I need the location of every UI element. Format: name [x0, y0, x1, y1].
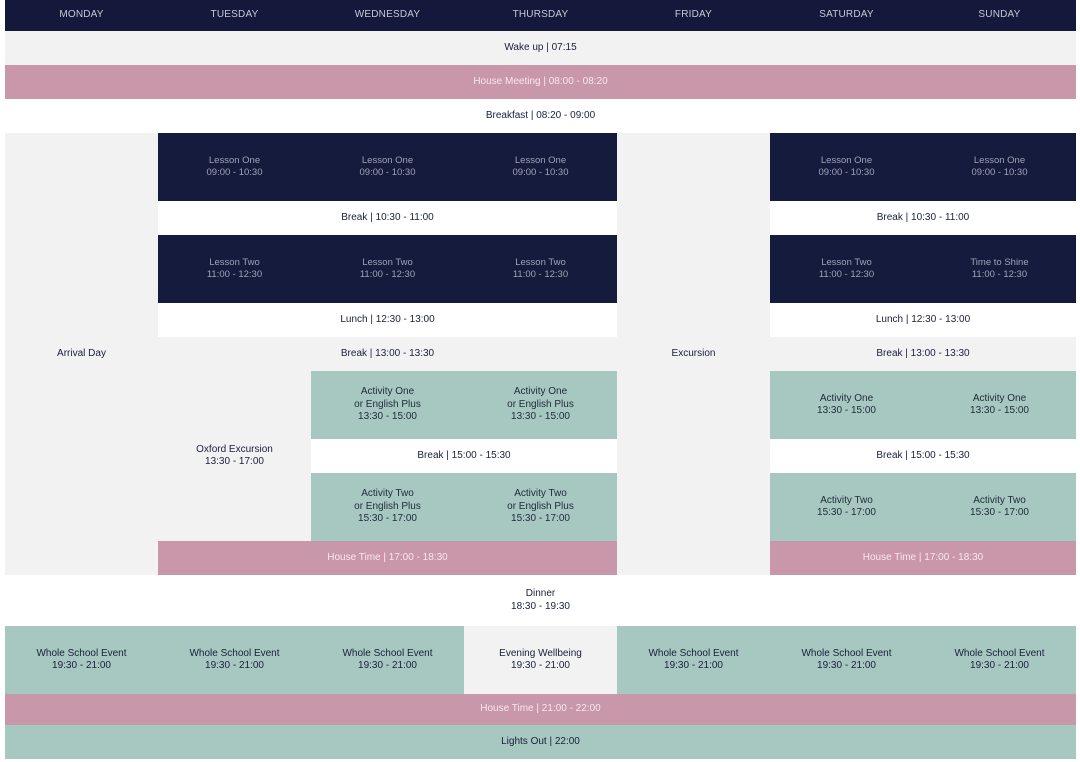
activity-two-thursday: Activity Two or English Plus 15:30 - 17:…	[464, 473, 617, 541]
day-header-wednesday: WEDNESDAY	[311, 0, 464, 31]
break-activity-midweek: Break | 15:00 - 15:30	[311, 439, 617, 473]
oxford-excursion-cell: Oxford Excursion 13:30 - 17:00	[158, 371, 311, 541]
activity-two-wednesday: Activity Two or English Plus 15:30 - 17:…	[311, 473, 464, 541]
house-time-night-row: House Time | 21:00 - 22:00	[5, 694, 1076, 725]
break-afternoon-midweek: Break | 13:00 - 13:30	[158, 337, 617, 371]
lesson-one-sunday: Lesson One 09:00 - 10:30	[923, 133, 1076, 201]
lesson-two-thursday: Lesson Two 11:00 - 12:30	[464, 235, 617, 303]
evening-monday: Whole School Event 19:30 - 21:00	[5, 626, 158, 694]
lesson-two-wednesday: Lesson Two 11:00 - 12:30	[311, 235, 464, 303]
weekly-schedule: MONDAY TUESDAY WEDNESDAY THURSDAY FRIDAY…	[5, 0, 1076, 759]
evening-friday: Whole School Event 19:30 - 21:00	[617, 626, 770, 694]
lesson-two-tuesday: Lesson Two 11:00 - 12:30	[158, 235, 311, 303]
activity-two-saturday: Activity Two 15:30 - 17:00	[770, 473, 923, 541]
day-header-thursday: THURSDAY	[464, 0, 617, 31]
evening-thursday: Evening Wellbeing 19:30 - 21:00	[464, 626, 617, 694]
lunch-midweek: Lunch | 12:30 - 13:00	[158, 303, 617, 337]
break-morning-weekend: Break | 10:30 - 11:00	[770, 201, 1076, 235]
lesson-one-wednesday: Lesson One 09:00 - 10:30	[311, 133, 464, 201]
activity-one-thursday: Activity One or English Plus 13:30 - 15:…	[464, 371, 617, 439]
house-time-evening-midweek: House Time | 17:00 - 18:30	[158, 541, 617, 575]
day-header-sunday: SUNDAY	[923, 0, 1076, 31]
time-to-shine-sunday: Time to Shine 11:00 - 12:30	[923, 235, 1076, 303]
house-time-evening-weekend: House Time | 17:00 - 18:30	[770, 541, 1076, 575]
break-activity-weekend: Break | 15:00 - 15:30	[770, 439, 1076, 473]
activity-one-sunday: Activity One 13:30 - 15:00	[923, 371, 1076, 439]
excursion-cell: Excursion	[617, 133, 770, 575]
evening-sunday: Whole School Event 19:30 - 21:00	[923, 626, 1076, 694]
day-header-monday: MONDAY	[5, 0, 158, 31]
arrival-day-cell: Arrival Day	[5, 133, 158, 575]
house-meeting-row: House Meeting | 08:00 - 08:20	[5, 65, 1076, 99]
lunch-weekend: Lunch | 12:30 - 13:00	[770, 303, 1076, 337]
day-header-saturday: SATURDAY	[770, 0, 923, 31]
breakfast-row: Breakfast | 08:20 - 09:00	[5, 99, 1076, 133]
lesson-two-saturday: Lesson Two 11:00 - 12:30	[770, 235, 923, 303]
lights-out-row: Lights Out | 22:00	[5, 725, 1076, 759]
wake-up-row: Wake up | 07:15	[5, 31, 1076, 65]
activity-two-sunday: Activity Two 15:30 - 17:00	[923, 473, 1076, 541]
day-header-friday: FRIDAY	[617, 0, 770, 31]
lesson-one-saturday: Lesson One 09:00 - 10:30	[770, 133, 923, 201]
break-morning-midweek: Break | 10:30 - 11:00	[158, 201, 617, 235]
lesson-one-thursday: Lesson One 09:00 - 10:30	[464, 133, 617, 201]
evening-tuesday: Whole School Event 19:30 - 21:00	[158, 626, 311, 694]
break-afternoon-weekend: Break | 13:00 - 13:30	[770, 337, 1076, 371]
evening-saturday: Whole School Event 19:30 - 21:00	[770, 626, 923, 694]
activity-one-wednesday: Activity One or English Plus 13:30 - 15:…	[311, 371, 464, 439]
lesson-one-tuesday: Lesson One 09:00 - 10:30	[158, 133, 311, 201]
evening-wednesday: Whole School Event 19:30 - 21:00	[311, 626, 464, 694]
day-header-tuesday: TUESDAY	[158, 0, 311, 31]
activity-one-saturday: Activity One 13:30 - 15:00	[770, 371, 923, 439]
dinner-row: Dinner 18:30 - 19:30	[5, 575, 1076, 626]
